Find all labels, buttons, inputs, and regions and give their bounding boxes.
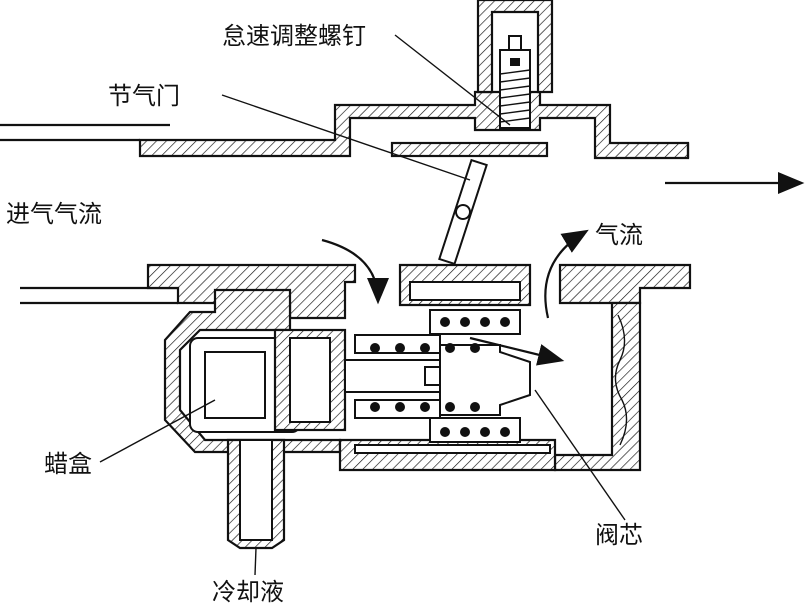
label-wax-box: 蜡盒 bbox=[44, 450, 92, 478]
label-valve-core: 阀芯 bbox=[595, 521, 643, 549]
valve-body bbox=[20, 263, 692, 550]
label-intake-flow: 进气气流 bbox=[6, 200, 102, 228]
bypass-inflow-arrow bbox=[321, 238, 389, 305]
leader-lines bbox=[99, 34, 626, 576]
label-airflow: 气流 bbox=[595, 221, 643, 249]
label-idle-screw: 怠速调整螺钉 bbox=[222, 22, 366, 50]
label-coolant: 冷却液 bbox=[212, 578, 284, 606]
throttle-plate bbox=[438, 158, 488, 266]
spring-coils bbox=[370, 317, 510, 437]
label-throttle: 节气门 bbox=[108, 82, 180, 110]
bypass-outflow-arrow bbox=[544, 229, 589, 319]
upper-housing bbox=[0, 0, 690, 160]
internal-flow-arrow bbox=[469, 336, 565, 366]
